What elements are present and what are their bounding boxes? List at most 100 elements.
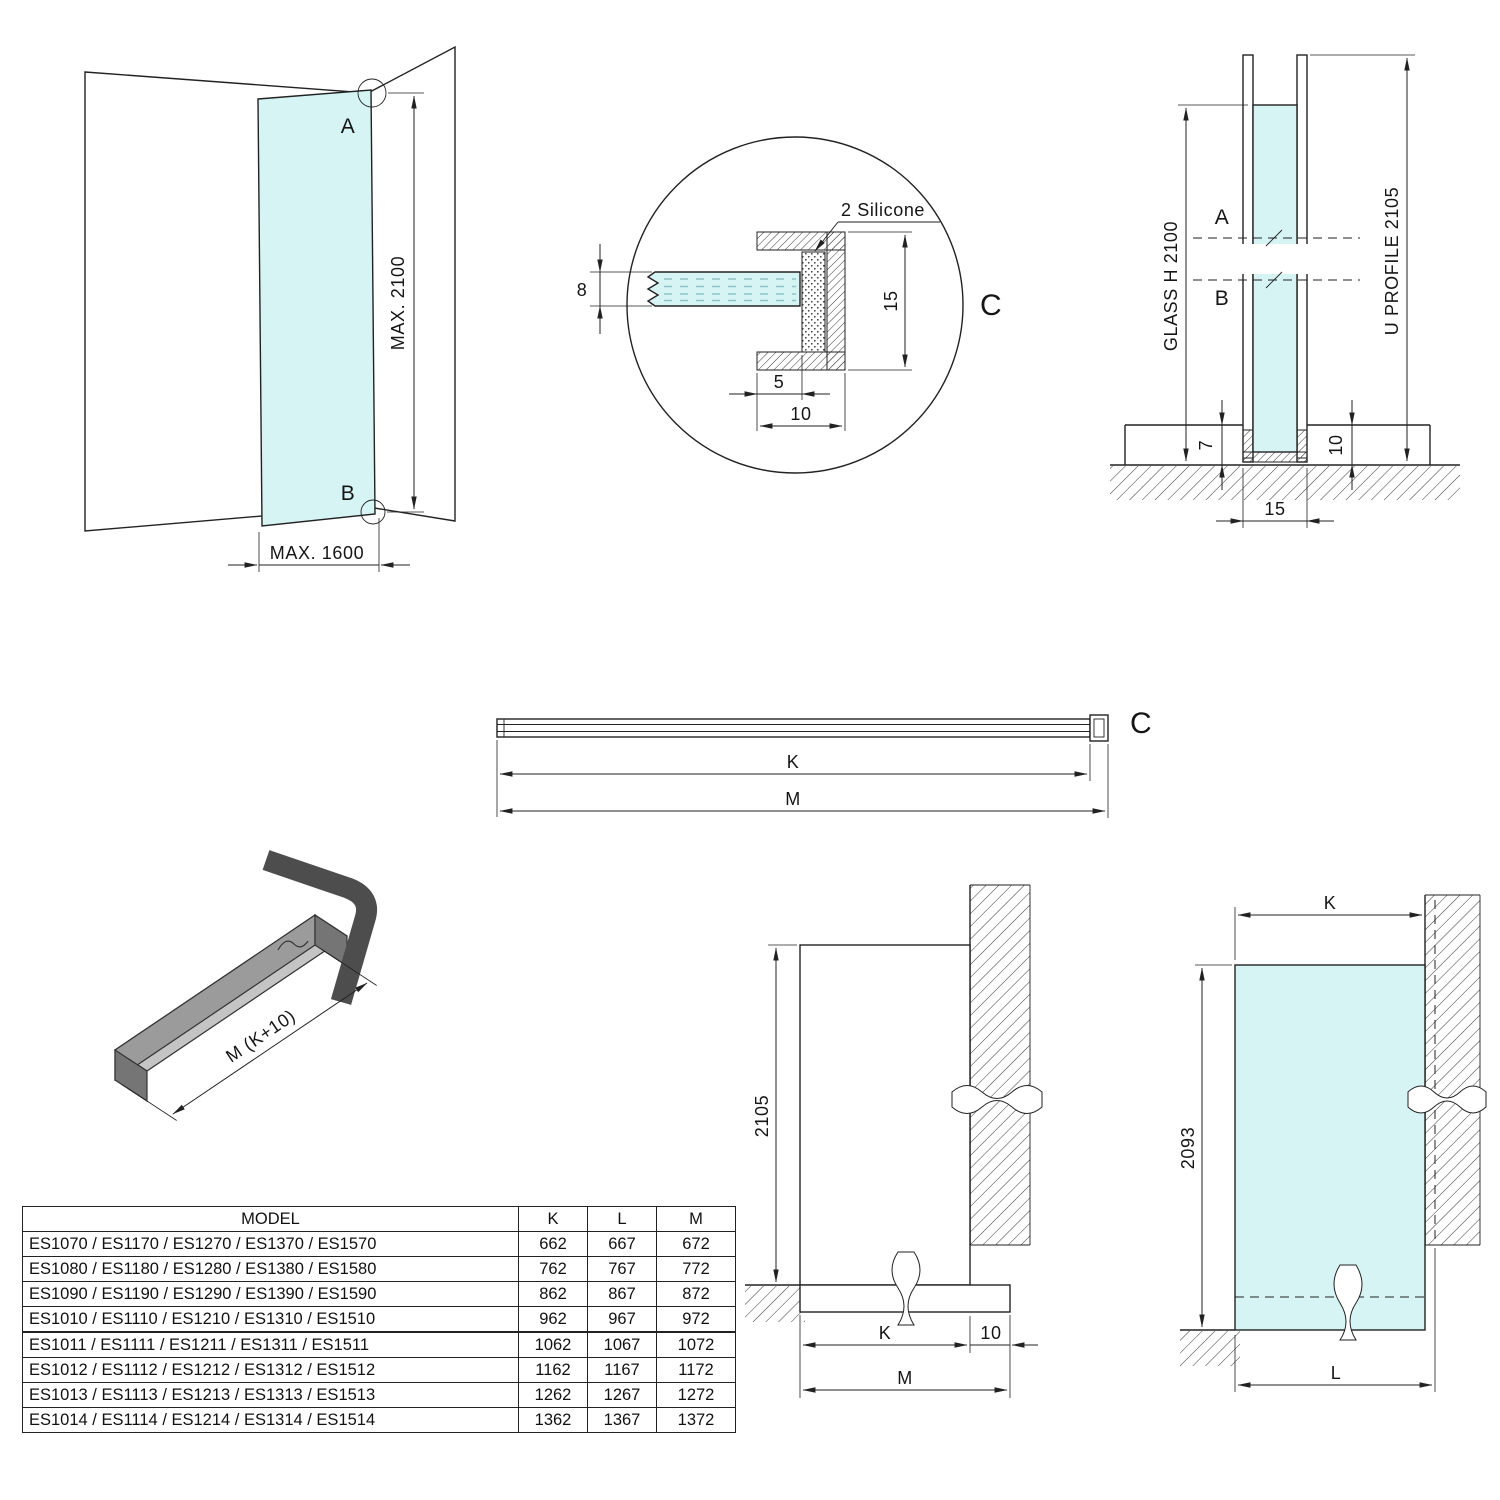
- point-b-label: B: [341, 482, 356, 505]
- corner-trim-profile: [262, 850, 378, 1005]
- section-b-label: B: [1215, 287, 1230, 310]
- silicone-bead: [801, 251, 826, 353]
- dim-10-side: 10: [1326, 400, 1355, 490]
- table-row: ES1010 / ES1110 / ES1210 / ES1310 / ES15…: [22, 1306, 736, 1333]
- model-cell: ES1070 / ES1170 / ES1270 / ES1370 / ES15…: [22, 1231, 519, 1257]
- glass-panel-front: [1234, 964, 1426, 1331]
- m-cell: 1272: [656, 1382, 736, 1408]
- model-cell: ES1012 / ES1112 / ES1212 / ES1312 / ES15…: [22, 1357, 519, 1383]
- point-a-label: A: [341, 115, 356, 138]
- detail-circle-a: [357, 78, 387, 108]
- dim-10: 10: [790, 404, 811, 424]
- table-row: ES1012 / ES1112 / ES1212 / ES1312 / ES15…: [22, 1357, 736, 1383]
- wall-break: [951, 1085, 1043, 1114]
- table-row: ES1090 / ES1190 / ES1290 / ES1390 / ES15…: [22, 1281, 736, 1307]
- dim-k-glass-label: K: [1324, 893, 1337, 913]
- dim-m-front-label: M: [897, 1368, 913, 1388]
- floor-hatch-right: [1180, 1331, 1240, 1366]
- dim-2093-label: 2093: [1178, 1127, 1198, 1169]
- l-cell: 1167: [587, 1357, 657, 1383]
- dim-k-bar: K: [496, 740, 1091, 817]
- detail-view: 2 Silicone 8 15 5 10 C: [577, 136, 1002, 474]
- model-cell: ES1010 / ES1110 / ES1210 / ES1310 / ES15…: [22, 1306, 519, 1333]
- wall-hatch: [970, 885, 1030, 1245]
- dim-l: L: [1234, 1248, 1436, 1392]
- model-table: MODEL K L M ES1070 / ES1170 / ES1270 / E…: [22, 1206, 736, 1433]
- glass-h-label: GLASS H 2100: [1161, 221, 1181, 351]
- dim-7-label: 7: [1196, 440, 1216, 451]
- k-cell: 1262: [518, 1382, 588, 1408]
- dim-max-1600: MAX. 1600: [270, 543, 364, 563]
- front-elevation: 2105 K 10 M: [745, 884, 1043, 1398]
- model-cell: ES1080 / ES1180 / ES1280 / ES1380 / ES15…: [22, 1256, 519, 1282]
- dim-l-label: L: [1331, 1363, 1342, 1383]
- isometric-view: M (K+10): [113, 850, 378, 1121]
- dim-2093: 2093: [1178, 964, 1232, 1328]
- l-cell: 1367: [587, 1407, 657, 1433]
- model-cell: ES1090 / ES1190 / ES1290 / ES1390 / ES15…: [22, 1281, 519, 1307]
- table-row: ES1011 / ES1111 / ES1211 / ES1311 / ES15…: [22, 1331, 736, 1358]
- l-cell: 967: [587, 1306, 657, 1333]
- m-cell: 1372: [656, 1407, 736, 1433]
- profile-front-face: [114, 913, 316, 1082]
- silicone-callout: 2 Silicone: [814, 200, 940, 252]
- glass-panel: [257, 89, 376, 527]
- detail-bubble: [626, 136, 964, 474]
- dim-10-front-label: 10: [980, 1323, 1001, 1343]
- glass-elevation: K 2093 L: [1178, 893, 1487, 1392]
- header-m: M: [656, 1206, 736, 1232]
- uprofile-label: U PROFILE 2105: [1382, 187, 1402, 335]
- right-wall: [367, 45, 456, 522]
- profile-base: [826, 231, 846, 371]
- profile-bar: [496, 718, 1091, 738]
- dim-max-height: MAX. 2100: [387, 92, 424, 513]
- corner-view: A B MAX. 2100 MAX. 1600: [84, 45, 456, 572]
- table-row: ES1013 / ES1113 / ES1213 / ES1313 / ES15…: [22, 1382, 736, 1408]
- dim-k-front-label: K: [879, 1323, 892, 1343]
- end-cap-detail-c: [1089, 714, 1109, 742]
- glass-bottom-break: [1333, 1264, 1363, 1341]
- profile-right-end: [314, 913, 348, 968]
- m-cell: 972: [656, 1306, 736, 1333]
- silicone-label: 2 Silicone: [841, 200, 925, 220]
- dim-max-width: MAX. 1600: [228, 518, 410, 572]
- header-model: MODEL: [22, 1206, 519, 1232]
- m-cell: 1072: [656, 1331, 736, 1358]
- k-cell: 1062: [518, 1331, 588, 1358]
- table-header-row: MODEL K L M: [22, 1206, 736, 1232]
- detail-c-label: C: [980, 289, 1002, 322]
- wall-hatch-right: [1425, 895, 1480, 1245]
- panel-outline: [799, 944, 971, 1286]
- dim-15-bottom: 15: [1216, 468, 1334, 528]
- detail-circle-b: [360, 499, 386, 525]
- m-cell: 1172: [656, 1357, 736, 1383]
- dim-2105: 2105: [752, 944, 797, 1283]
- table-row: ES1080 / ES1180 / ES1280 / ES1380 / ES15…: [22, 1256, 736, 1282]
- dim-m-front: M: [802, 1368, 1008, 1393]
- profile-bar-view: C K M: [496, 707, 1152, 818]
- dim-glass-8: 8: [577, 244, 652, 334]
- dim-profile-15: 15: [848, 231, 912, 371]
- dim-10-label: 10: [1326, 434, 1346, 455]
- k-cell: 1162: [518, 1357, 588, 1383]
- dim-m-bar: M: [499, 744, 1109, 818]
- floor-channel-base: [1242, 451, 1308, 463]
- side-elevation: A B GLASS H 2100 U PROFILE 2105 7 10: [1110, 54, 1460, 528]
- dim-5: 5: [774, 372, 785, 392]
- k-cell: 762: [518, 1256, 588, 1282]
- l-cell: 867: [587, 1281, 657, 1307]
- l-cell: 1267: [587, 1382, 657, 1408]
- model-cell: ES1014 / ES1114 / ES1214 / ES1314 / ES15…: [22, 1407, 519, 1433]
- dim-k-glass: K: [1234, 893, 1423, 960]
- break-squiggle: [277, 940, 309, 951]
- dim-m-label: M: [785, 789, 801, 809]
- k-cell: 962: [518, 1306, 588, 1333]
- floor-hatch-left: [745, 1286, 805, 1322]
- model-cell: ES1013 / ES1113 / ES1213 / ES1313 / ES15…: [22, 1382, 519, 1408]
- end-cap-inner: [1093, 718, 1105, 738]
- table-row: ES1070 / ES1170 / ES1270 / ES1370 / ES15…: [22, 1231, 736, 1257]
- bottom-break: [891, 1251, 921, 1326]
- dim-inner-5: 5: [729, 355, 830, 431]
